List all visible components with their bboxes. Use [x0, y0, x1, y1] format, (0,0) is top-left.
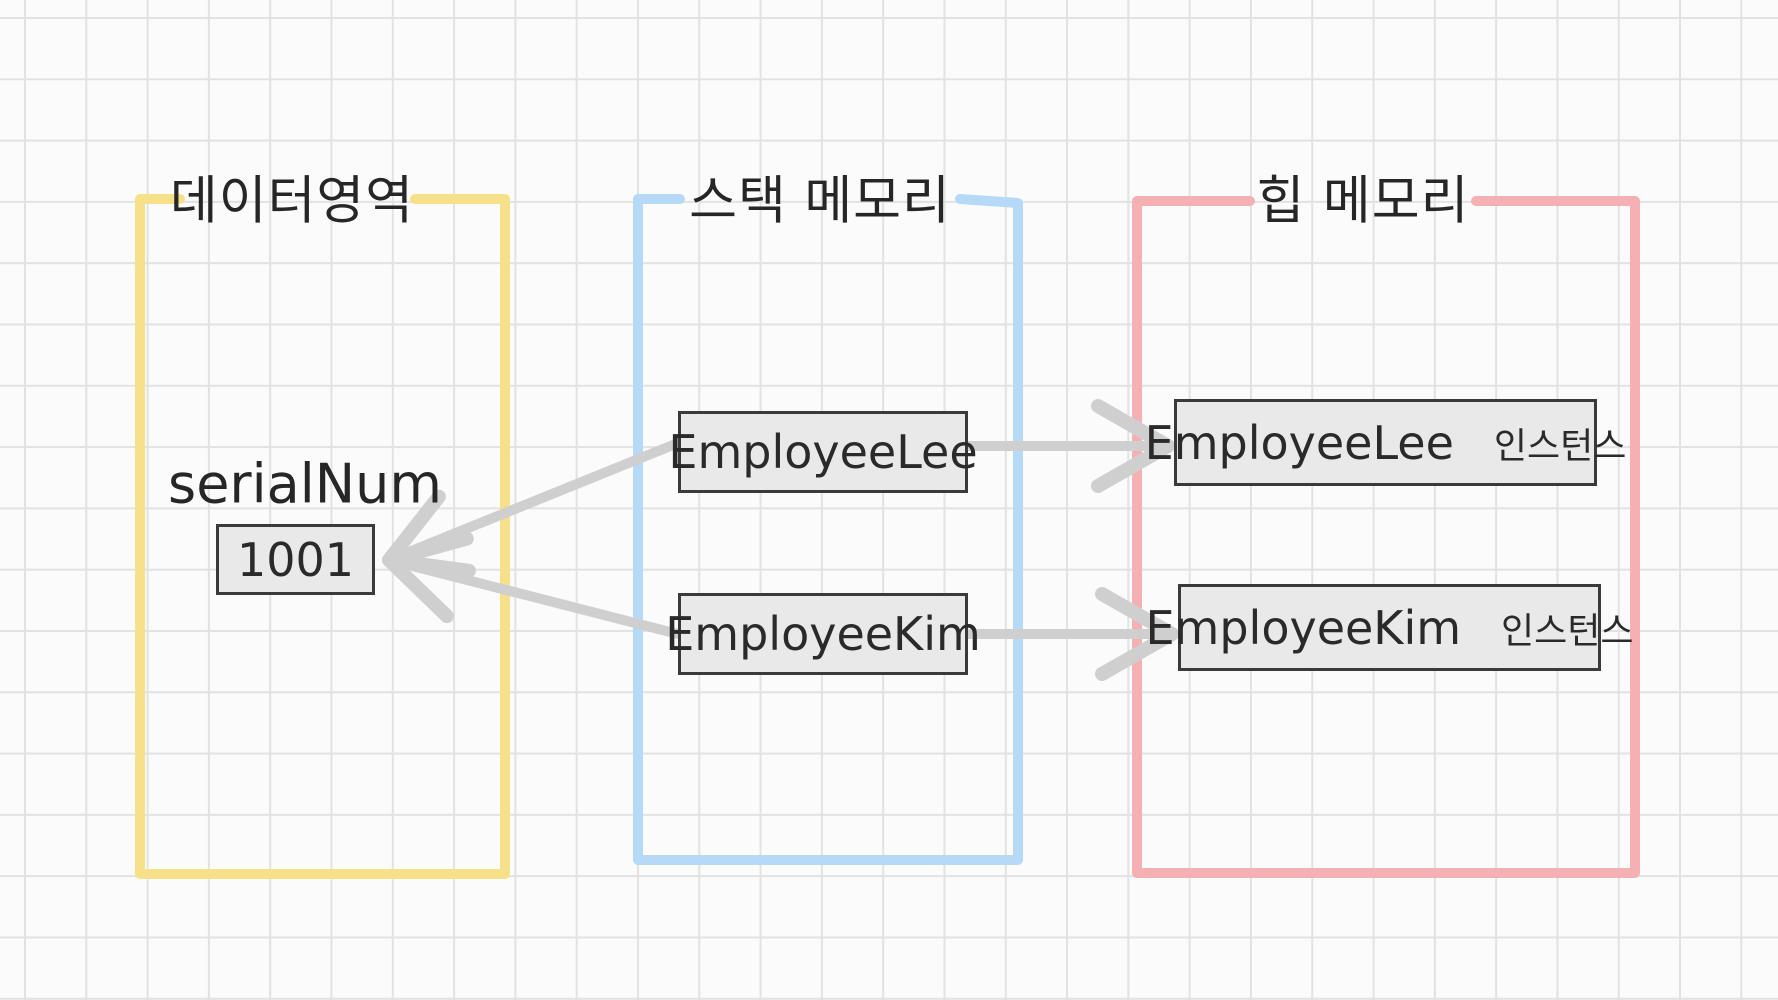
heap-memory-frame	[1132, 196, 1640, 878]
stack-memory-frame	[633, 194, 1023, 865]
heap-kim-suffix: 인스턴스	[1501, 610, 1634, 652]
heap-lee-suffix: 인스턴스	[1493, 425, 1627, 467]
data-area-frame	[135, 194, 510, 879]
heap-instance-employee-kim: EmployeeKim 인스턴스	[1145, 584, 1634, 671]
heap-instance-employee-lee: EmployeeLee 인스턴스	[1145, 399, 1626, 486]
arrow-kim-to-serialnum	[382, 531, 683, 639]
stack-var-kim-label: EmployeeKim	[665, 607, 981, 661]
heap-kim-name: EmployeeKim	[1145, 600, 1462, 655]
heap-lee-name: EmployeeLee	[1144, 415, 1454, 470]
stack-var-employee-kim: EmployeeKim	[665, 593, 981, 675]
serialnum-value: 1001	[236, 532, 355, 587]
data-area-title: 데이터영역	[169, 171, 415, 232]
stack-memory-title: 스택 메모리	[689, 171, 951, 232]
heap-memory-title: 힙 메모리	[1256, 171, 1470, 232]
stack-var-lee-label: EmployeeLee	[668, 425, 978, 479]
stack-var-employee-lee: EmployeeLee	[668, 411, 978, 493]
serialnum-value-box: 1001	[216, 524, 375, 595]
serialnum-label: serialNum	[168, 452, 442, 516]
